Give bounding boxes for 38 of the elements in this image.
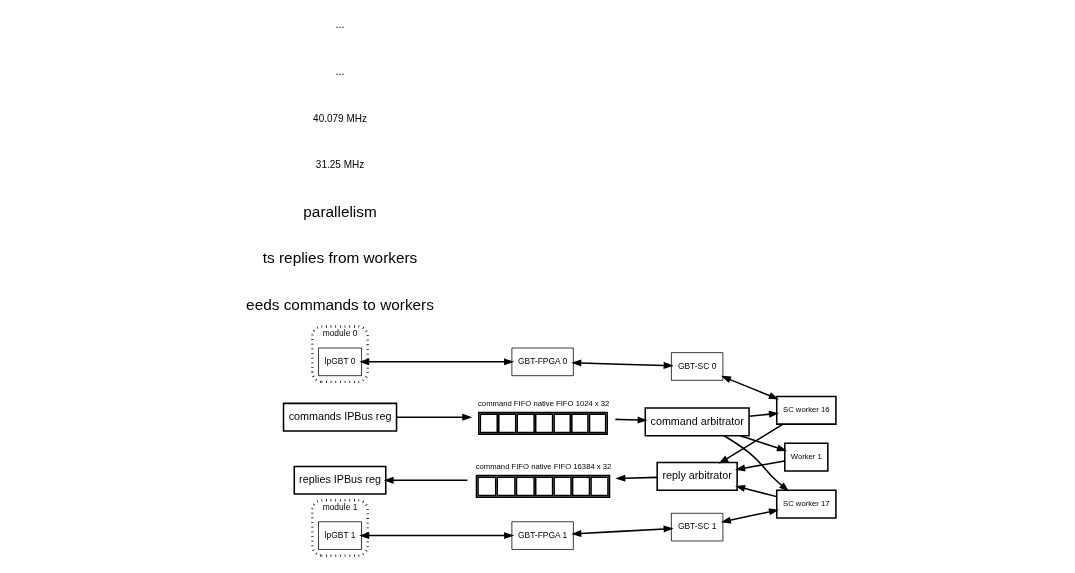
label: eeds commands to workers (245, 296, 434, 314)
label: 40.079 MHz (312, 112, 367, 124)
node-box: command arbitrator (644, 407, 750, 437)
arrow (395, 413, 472, 421)
arrow (747, 410, 779, 418)
arrow (570, 359, 674, 369)
label: ... (335, 64, 345, 77)
node-box: lpGBT 1 (317, 521, 362, 550)
arrow (614, 416, 648, 424)
arrow (722, 435, 789, 492)
node-box: GBT-SC 1 (670, 512, 723, 542)
arrow (614, 474, 658, 482)
arrow (383, 476, 468, 484)
arrow (734, 485, 777, 498)
node-box: SC worker 17 (775, 489, 837, 519)
node-label: command FIFO native FIFO 1024 x 32 (477, 399, 609, 409)
arrow (738, 434, 787, 452)
node-box: Worker 1 (783, 442, 829, 472)
node-label: command FIFO native FIFO 16384 x 32 (475, 462, 611, 472)
node-box: replies IPBus reg (293, 465, 387, 495)
label: ts replies from workers (262, 249, 417, 267)
arrow (720, 375, 779, 400)
node-box: SC worker 16 (775, 395, 837, 425)
node-box: commands IPBus reg (282, 402, 397, 432)
node-box: GBT-FPGA 1 (510, 521, 574, 550)
node-box: GBT-SC 0 (670, 352, 723, 381)
node-box: lpGBT 0 (317, 347, 362, 377)
label: parallelism (302, 202, 377, 220)
arrow (718, 423, 784, 464)
node-box: reply arbitrator (655, 461, 738, 491)
arrow (358, 358, 514, 366)
arrow (358, 532, 514, 540)
arrow (570, 525, 674, 537)
arrow (734, 460, 785, 472)
node-box: GBT-FPGA 0 (510, 347, 574, 377)
label: 31.25 MHz (315, 159, 364, 171)
arrow (720, 508, 779, 524)
label: ... (335, 17, 345, 30)
